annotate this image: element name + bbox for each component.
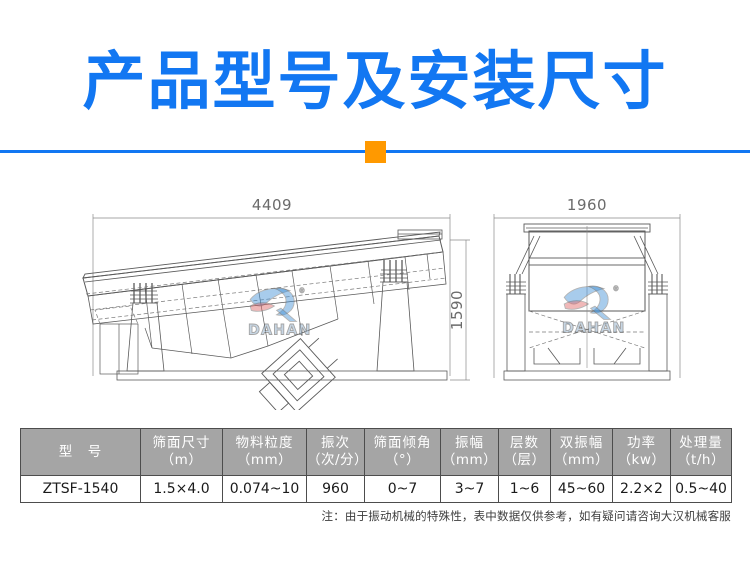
th-amplitude: 振幅 （mm） [440,428,499,476]
th-capacity-line2: （t/h） [677,452,725,468]
th-vibration-frequency-line1: 振次 [321,435,350,451]
td-vibration-frequency: 960 [306,475,365,503]
th-double-amplitude: 双振幅 （mm） [550,428,613,476]
th-model-line1: 型 号 [58,443,103,460]
end-view-drawing [493,214,681,381]
th-amplitude-line1: 振幅 [455,435,484,451]
page-title: 产品型号及安装尺寸 [82,45,668,118]
width-dimension-1960 [493,214,681,378]
td-double-amplitude: 45~60 [550,475,613,503]
th-screen-size-line2: （m） [160,452,203,468]
th-material-granularity: 物料粒度 （mm） [222,428,307,476]
td-power: 2.2×2 [612,475,671,503]
header-accent-square [365,141,386,163]
th-screen-angle-line1: 筛面倾角 [373,435,432,451]
th-layers-line1: 层数 [510,435,539,451]
th-screen-size: 筛面尺寸 （m） [140,428,223,476]
th-material-granularity-line2: （mm） [236,452,293,468]
table-footnote: 注：由于振动机械的特殊性，表中数据仅供参考，如有疑问请咨询大汉机械客服 [321,509,731,523]
td-amplitude: 3~7 [440,475,499,503]
th-model: 型 号 [20,428,141,476]
spec-table-container: 型 号 筛面尺寸 （m） 物料粒度 （mm） 振次 （次/分） 筛面倾角 （°） [20,428,732,503]
side-view-height-label: 1590 [448,290,466,330]
side-view-drawing [82,214,470,410]
th-amplitude-line2: （mm） [441,452,498,468]
td-screen-angle: 0~7 [364,475,441,503]
td-model: ZTSF-1540 [20,475,141,503]
th-layers-line2: （层） [503,452,546,468]
th-screen-angle: 筛面倾角 （°） [364,428,441,476]
th-vibration-frequency: 振次 （次/分） [306,428,369,476]
technical-drawing-area: DAHAN ® [0,178,750,410]
end-view-width-label: 1960 [567,196,607,214]
watermark-logo [247,286,312,340]
th-capacity-line1: 处理量 [679,435,723,451]
th-screen-angle-line2: （°） [384,452,421,468]
spec-table: 型 号 筛面尺寸 （m） 物料粒度 （mm） 振次 （次/分） 筛面倾角 （°） [20,428,732,503]
th-material-granularity-line1: 物料粒度 [235,435,294,451]
th-power: 功率 （kw） [612,428,671,476]
th-vibration-frequency-line2: （次/分） [307,452,369,468]
td-layers: 1~6 [498,475,551,503]
table-header-row: 型 号 筛面尺寸 （m） 物料粒度 （mm） 振次 （次/分） 筛面倾角 （°） [20,428,732,476]
th-double-amplitude-line2: （mm） [553,452,610,468]
height-dimension-1590 [450,239,470,381]
drawing-svg: DAHAN ® [82,196,681,410]
th-screen-size-line1: 筛面尺寸 [152,435,211,451]
th-power-line1: 功率 [627,435,656,451]
th-double-amplitude-line1: 双振幅 [559,435,604,451]
page-header: 产品型号及安装尺寸 [0,0,750,175]
th-layers: 层数 （层） [498,428,551,476]
td-material-granularity: 0.074~10 [222,475,307,503]
td-capacity: 0.5~40 [670,475,732,503]
th-capacity: 处理量 （t/h） [670,428,732,476]
th-power-line2: （kw） [617,452,666,468]
td-screen-size: 1.5×4.0 [140,475,223,503]
side-view-width-label: 4409 [252,196,292,214]
table-row: ZTSF-1540 1.5×4.0 0.074~10 960 0~7 3~7 1… [20,475,732,503]
